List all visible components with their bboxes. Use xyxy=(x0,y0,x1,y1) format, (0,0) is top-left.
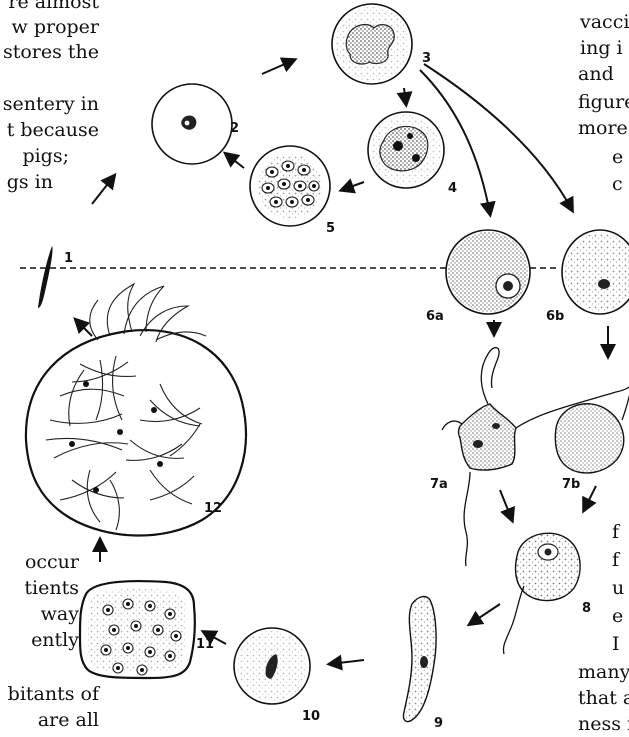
stage-4-cell: 4 xyxy=(368,112,457,196)
stage-label: 10 xyxy=(302,709,320,724)
stage-label: 3 xyxy=(422,51,431,66)
stage-label: 2 xyxy=(230,121,239,136)
stage-label: 11 xyxy=(196,637,214,652)
arrow-1-to-2 xyxy=(92,176,114,204)
arrow-3-to-6b xyxy=(424,64,572,210)
stage-label: 7a xyxy=(430,477,448,492)
stage-10-cell: 10 xyxy=(234,628,320,724)
stage-label: 12 xyxy=(204,501,222,516)
stage-8-cell: 8 xyxy=(503,533,591,654)
arrow-2-to-3 xyxy=(262,60,294,74)
stage-label: 5 xyxy=(326,221,335,236)
arrow-8-to-9 xyxy=(470,604,500,624)
arrow-9-to-10 xyxy=(330,660,364,664)
stage-label: 8 xyxy=(582,601,591,616)
stage-1-sporozoite: 1 xyxy=(38,246,73,308)
stage-5-schizont: 5 xyxy=(250,146,335,236)
stage-12-oocyst: 12 xyxy=(26,284,246,536)
stage-label: 6a xyxy=(426,309,444,324)
arrow-7a-to-8 xyxy=(500,490,512,520)
stage-6a-cell: 6a xyxy=(426,230,530,324)
stage-9-cell: 9 xyxy=(403,597,443,731)
stage-7b-cell: 7b xyxy=(555,394,629,492)
arrow-4-to-5 xyxy=(342,182,364,190)
stage-label: 6b xyxy=(546,309,564,324)
stage-11-oocyst: 11 xyxy=(80,581,214,678)
stage-6b-cell: 6b xyxy=(546,230,629,324)
stage-label: 7b xyxy=(562,477,580,492)
stage-label: 4 xyxy=(448,181,457,196)
arrow-7b-to-8 xyxy=(584,486,596,510)
stage-3-cell: 3 xyxy=(332,4,431,84)
arrow-5-to-2 xyxy=(226,154,244,168)
stage-label: 1 xyxy=(64,251,73,266)
stage-2-cell: 2 xyxy=(152,84,239,164)
arrow-3-to-4 xyxy=(404,88,406,104)
stage-label: 9 xyxy=(434,716,443,731)
